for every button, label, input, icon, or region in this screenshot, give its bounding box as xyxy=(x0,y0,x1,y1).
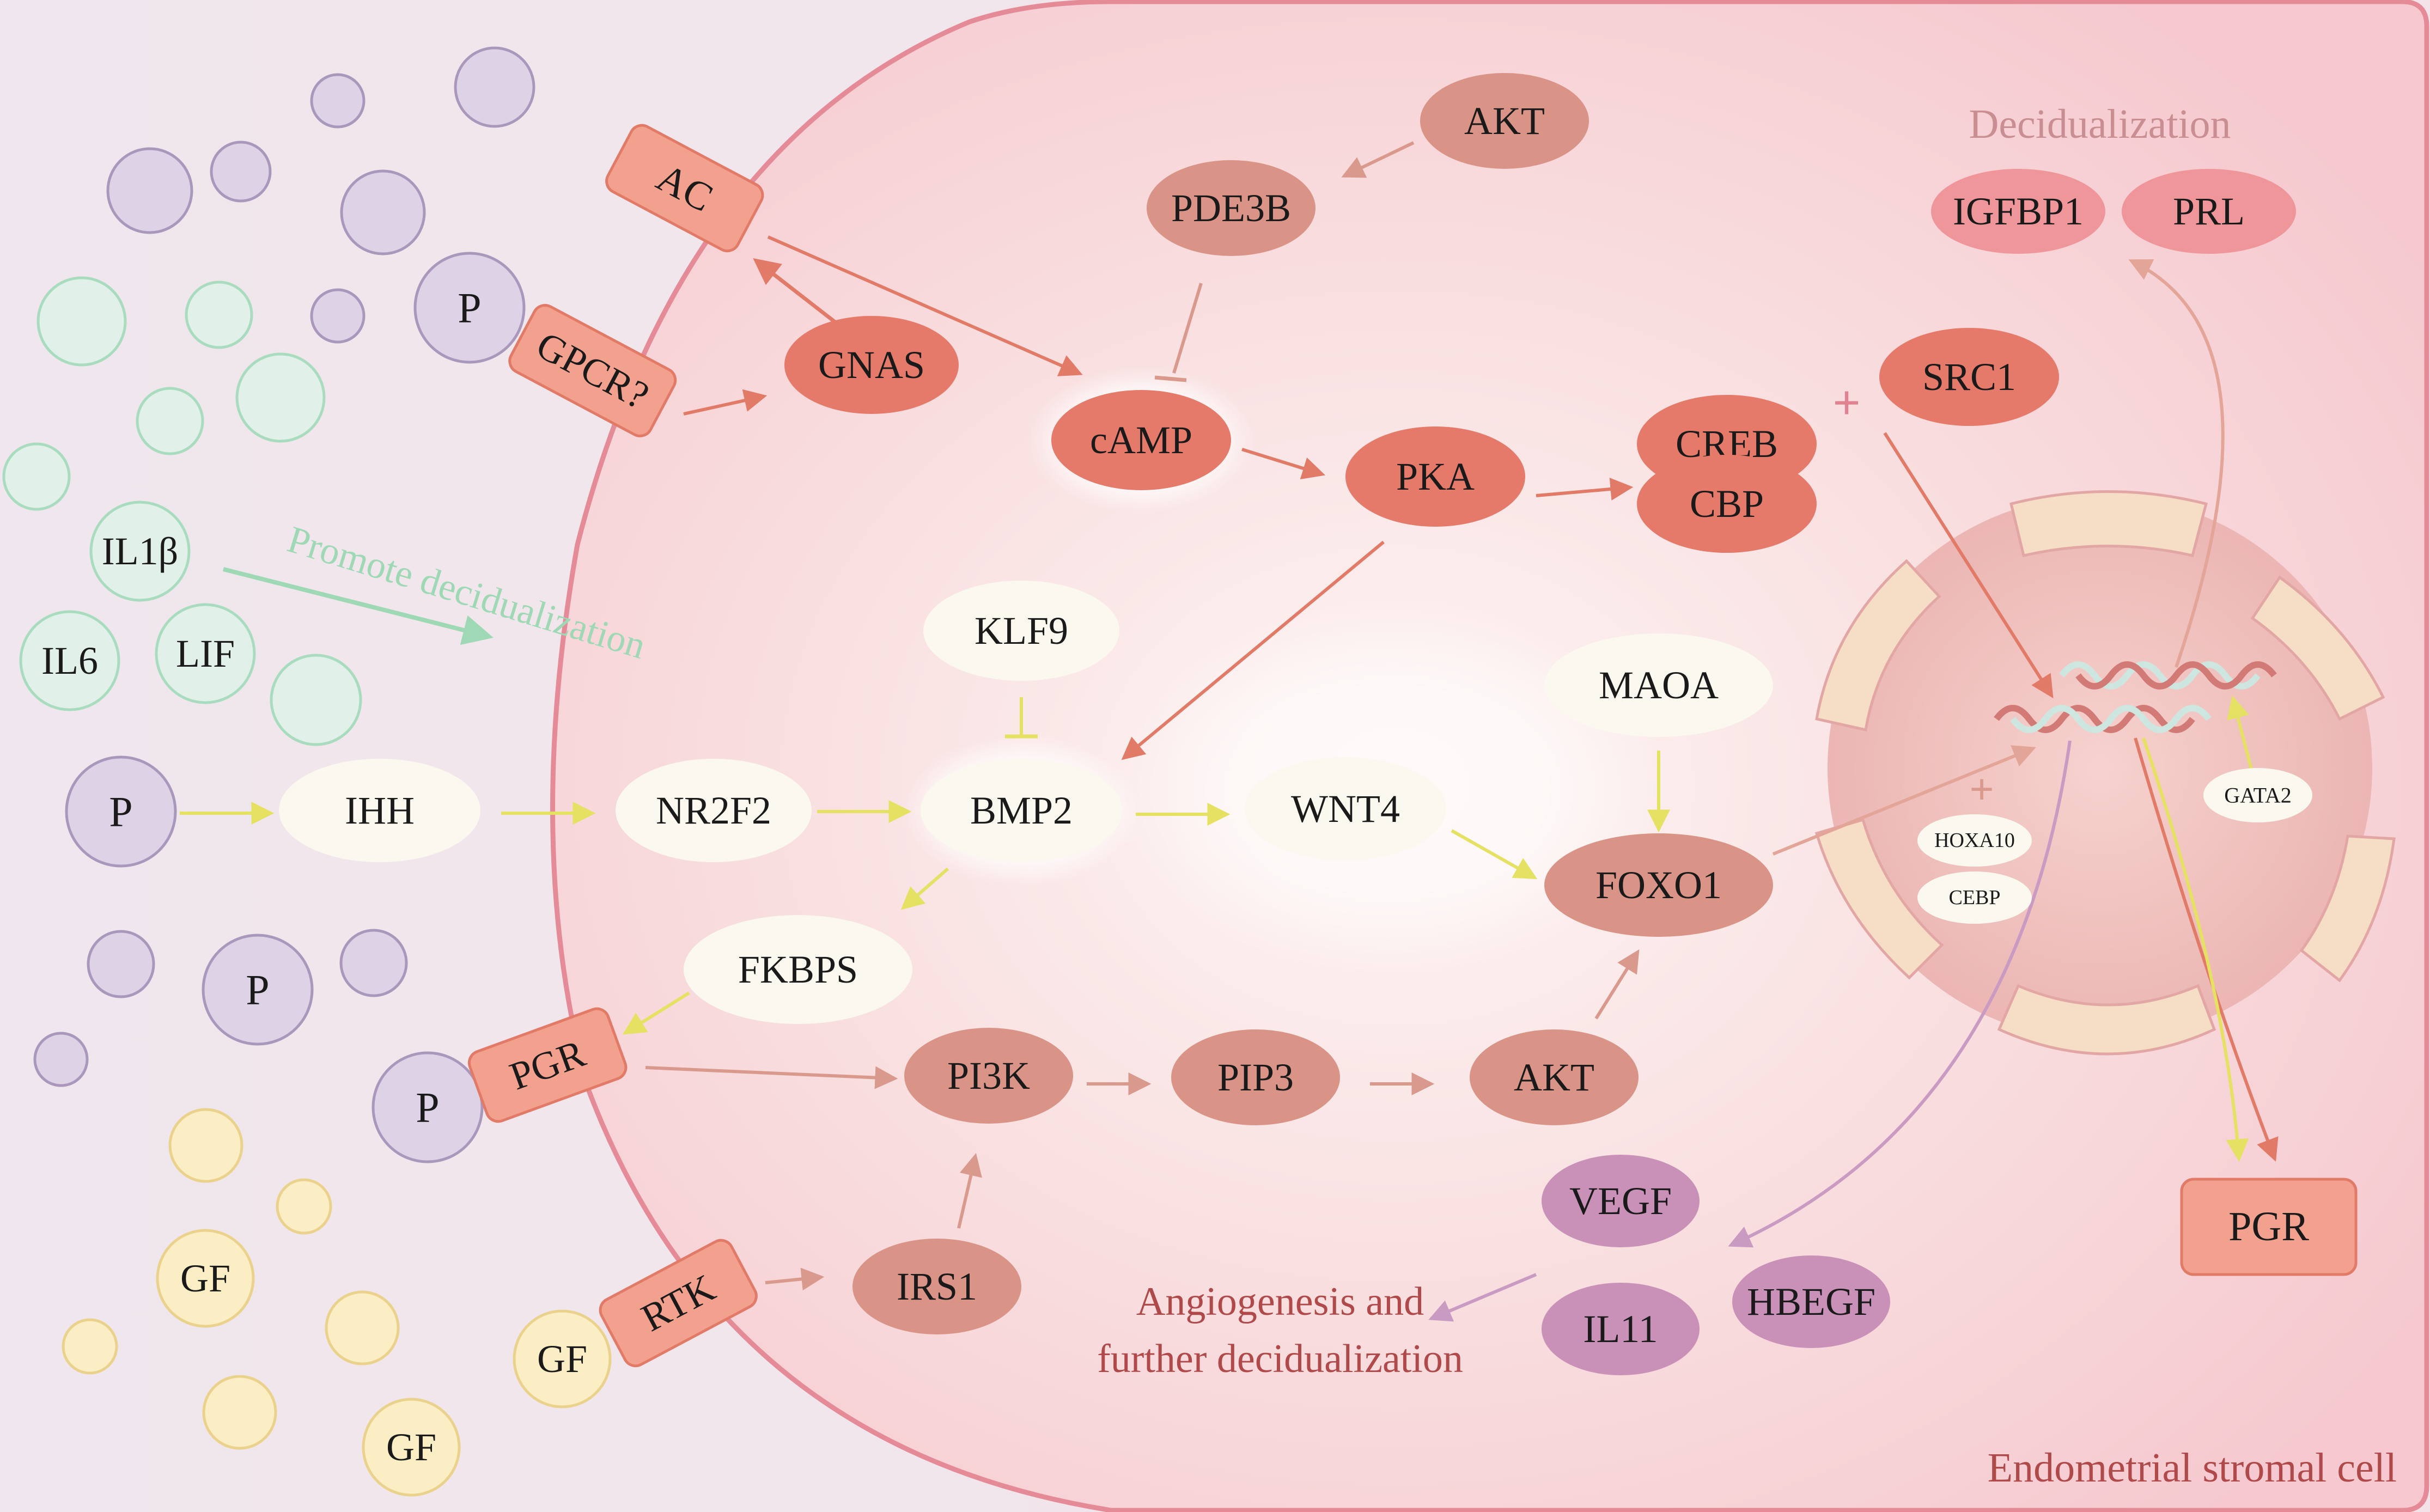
ligand-il1b: IL1β xyxy=(89,501,191,602)
node-pi3k: PI3K xyxy=(904,1028,1073,1124)
prl-label: PRL xyxy=(2173,190,2245,233)
node-cbp: CBP xyxy=(1637,455,1817,553)
node-vegf: VEGF xyxy=(1542,1155,1700,1247)
node-gnas: GNAS xyxy=(784,316,959,414)
dna-strand-icon xyxy=(1994,661,2277,733)
pde3b-label: PDE3B xyxy=(1171,186,1291,230)
pka-label: PKA xyxy=(1396,455,1475,498)
wnt4-label: WNT4 xyxy=(1291,787,1400,831)
akt-mid-label: AKT xyxy=(1514,1056,1594,1099)
node-ihh: IHH xyxy=(279,759,480,862)
nr2f2-label: NR2F2 xyxy=(656,789,771,832)
il6-label: IL6 xyxy=(41,639,98,682)
receptor-rtk: RTK xyxy=(599,1239,758,1368)
node-cebp: CEBP xyxy=(1917,871,2032,924)
gata2-label: GATA2 xyxy=(2224,783,2291,808)
plus-hoxa10: + xyxy=(1969,766,1994,814)
node-camp: cAMP xyxy=(1051,390,1231,490)
lif-label: LIF xyxy=(176,632,235,675)
receptor-ac: AC xyxy=(605,124,764,253)
node-irs1: IRS1 xyxy=(852,1239,1021,1334)
decidualization-title: Decidualization xyxy=(1969,101,2231,147)
maoa-label: MAOA xyxy=(1599,663,1719,707)
plus-src1: + xyxy=(1832,376,1860,430)
gf-label: GF xyxy=(180,1257,230,1300)
node-pka: PKA xyxy=(1345,426,1525,527)
node-pip3: PIP3 xyxy=(1171,1029,1340,1125)
node-gata2: GATA2 xyxy=(2203,768,2312,822)
ligand-il6: IL6 xyxy=(19,610,120,711)
node-hoxa10: HOXA10 xyxy=(1917,814,2032,867)
gnas-label: GNAS xyxy=(818,343,925,387)
gf-label: GF xyxy=(386,1425,436,1469)
node-akt-top: AKT xyxy=(1420,73,1589,169)
angiogenesis-label-line2: further decidualization xyxy=(1097,1337,1463,1381)
ligand-p-label: P xyxy=(416,1084,439,1131)
node-pgr-output: PGR xyxy=(2180,1178,2358,1276)
cbp-label: CBP xyxy=(1690,482,1764,526)
node-klf9: KLF9 xyxy=(923,581,1119,681)
node-src1: SRC1 xyxy=(1879,328,2059,426)
ligand-gf-2: GF xyxy=(513,1309,612,1409)
ihh-label: IHH xyxy=(345,789,415,832)
ligand-p-3: P xyxy=(202,934,314,1046)
node-il11: IL11 xyxy=(1542,1283,1700,1375)
promote-arrow xyxy=(223,567,494,645)
vegf-label: VEGF xyxy=(1569,1179,1672,1223)
irs1-label: IRS1 xyxy=(897,1265,977,1308)
hbegf-label: HBEGF xyxy=(1747,1280,1875,1324)
cebp-label: CEBP xyxy=(1948,886,2000,909)
ligand-p-4: P xyxy=(371,1051,484,1163)
ligand-p-2: P xyxy=(65,755,177,868)
ligand-p-label: P xyxy=(458,284,481,332)
node-pde3b: PDE3B xyxy=(1147,160,1316,256)
receptor-pgr: PGR xyxy=(467,1007,628,1123)
gf-label: GF xyxy=(537,1337,587,1381)
src1-label: SRC1 xyxy=(1922,355,2016,399)
ligand-gf-1: GF xyxy=(156,1229,255,1328)
foxo1-label: FOXO1 xyxy=(1595,863,1722,907)
node-wnt4: WNT4 xyxy=(1245,757,1446,861)
camp-label: cAMP xyxy=(1090,418,1192,462)
node-igfbp1: IGFBP1 xyxy=(1931,169,2105,254)
ligand-lif: LIF xyxy=(155,603,256,704)
node-akt-mid: AKT xyxy=(1470,1029,1639,1125)
extracellular-particles xyxy=(2,46,535,1450)
node-fkbps: FKBPS xyxy=(684,915,912,1024)
cell-label: Endometrial stromal cell xyxy=(1988,1445,2397,1491)
igfbp1-label: IGFBP1 xyxy=(1953,190,2084,233)
ligand-p-label: P xyxy=(109,788,132,836)
angiogenesis-label-line1: Angiogenesis and xyxy=(1136,1279,1424,1324)
pip3-label: PIP3 xyxy=(1217,1056,1294,1099)
node-prl: PRL xyxy=(2122,169,2296,254)
il1b-label: IL1β xyxy=(102,529,179,573)
pgr-output-label: PGR xyxy=(2228,1204,2309,1249)
pi3k-label: PI3K xyxy=(947,1054,1030,1098)
bmp2-label: BMP2 xyxy=(970,789,1073,832)
node-foxo1: FOXO1 xyxy=(1544,833,1773,937)
fkbps-label: FKBPS xyxy=(738,948,858,991)
node-bmp2: BMP2 xyxy=(921,759,1122,862)
node-hbegf: HBEGF xyxy=(1732,1255,1890,1348)
hoxa10-label: HOXA10 xyxy=(1934,829,2015,852)
node-maoa: MAOA xyxy=(1544,633,1773,737)
klf9-label: KLF9 xyxy=(975,609,1068,653)
il11-label: IL11 xyxy=(1583,1307,1658,1351)
arrows xyxy=(180,141,2279,1322)
ligand-p-label: P xyxy=(246,966,269,1014)
ligand-gf-3: GF xyxy=(362,1398,461,1497)
node-nr2f2: NR2F2 xyxy=(616,759,812,862)
akt-top-label: AKT xyxy=(1464,99,1545,143)
ligand-p-1: P xyxy=(413,252,526,364)
